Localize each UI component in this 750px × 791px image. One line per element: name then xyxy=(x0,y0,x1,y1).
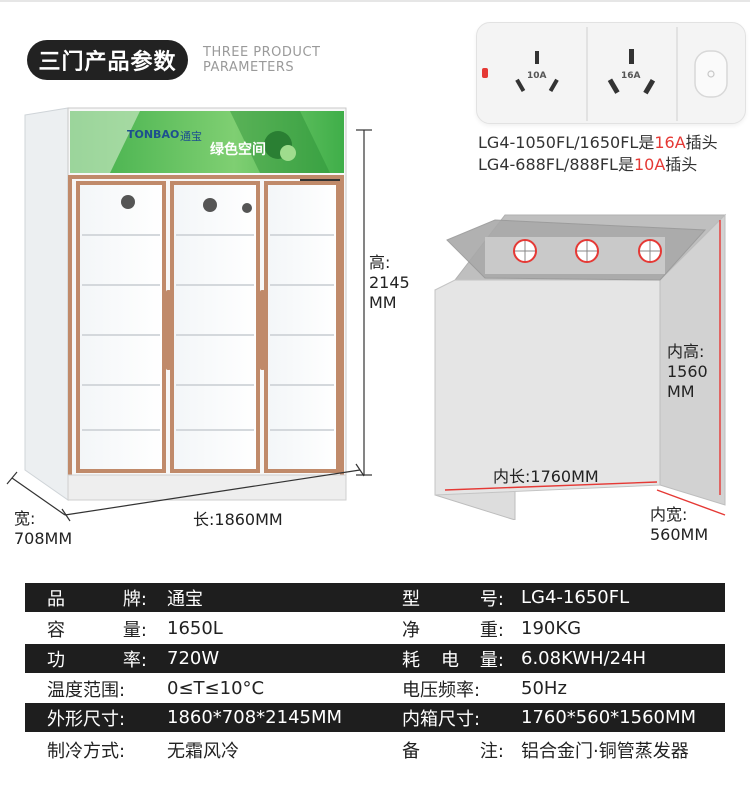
spec-key: 外形尺寸: xyxy=(47,708,126,730)
spec-key: 品牌: xyxy=(47,588,147,610)
spec-key: 净重: xyxy=(402,619,504,641)
spec-value: 720W xyxy=(167,648,220,669)
fridge-height-label: 高: 2145 MM xyxy=(369,253,410,312)
spec-value: 1760*560*1560MM xyxy=(521,707,697,728)
spec-value: 1860*708*2145MM xyxy=(167,707,343,728)
plug-note: LG4-1050FL/1650FL是16A插头 LG4-688FL/888FL是… xyxy=(478,132,718,176)
right-outlet-rating: 16A xyxy=(621,71,641,81)
interior-illustration xyxy=(434,213,727,520)
spec-value: 190KG xyxy=(521,618,582,639)
spec-row: 温度范围: 0≤T≤10°C 电压频率: 50Hz xyxy=(25,674,725,703)
section-title: 三门产品参数 xyxy=(27,40,188,80)
spec-row: 品牌: 通宝 型号: LG4-1650FL xyxy=(25,583,725,612)
spec-key: 制冷方式: xyxy=(47,740,126,762)
spec-value: 0≤T≤10°C xyxy=(167,678,265,699)
spec-value: 50Hz xyxy=(521,678,567,699)
brand-cn: 通宝 xyxy=(180,130,202,143)
spec-value: 1650L xyxy=(167,618,223,639)
spec-key: 备注: xyxy=(402,740,504,762)
top-divider xyxy=(0,0,750,2)
spec-key: 温度范围: xyxy=(47,679,126,701)
subtitle-line-1: THREE PRODUCT xyxy=(203,45,321,60)
spec-value: 通宝 xyxy=(167,588,203,610)
plug-note-line-2: LG4-688FL/888FL是10A插头 xyxy=(478,155,698,174)
spec-value: 6.08KWH/24H xyxy=(521,648,647,669)
spec-row: 功率: 720W 耗电量: 6.08KWH/24H xyxy=(25,644,725,673)
spec-key: 型号: xyxy=(402,588,504,610)
banner-text: 绿色空间 xyxy=(210,142,266,158)
interior-height-label: 内高: 1560 MM xyxy=(667,342,708,401)
spec-row: 容量: 1650L 净重: 190KG xyxy=(25,614,725,643)
spec-value: 无霜风冷 xyxy=(167,740,239,762)
spec-value: LG4-1650FL xyxy=(521,587,630,608)
section-subtitle: THREE PRODUCT PARAMETERS xyxy=(203,45,320,75)
spec-row: 制冷方式: 无霜风冷 备注: 铝合金门·铜管蒸发器 xyxy=(25,735,725,764)
left-outlet-rating: 10A xyxy=(527,71,547,81)
spec-key: 电压频率: xyxy=(402,679,481,701)
power-socket-image: 10A 16A xyxy=(476,22,746,124)
socket-illustration xyxy=(482,27,728,121)
spec-key: 耗电量: xyxy=(402,649,504,671)
spec-key: 功率: xyxy=(47,649,147,671)
brand-logo: TONBAO xyxy=(127,128,180,141)
spec-row: 外形尺寸: 1860*708*2145MM 内箱尺寸: 1760*560*1560MM xyxy=(25,703,725,732)
fridge-length-label: 长:1860MM xyxy=(193,510,283,529)
interior-width-label: 内宽: 560MM xyxy=(650,505,709,544)
spec-key: 容量: xyxy=(47,619,147,641)
interior-length-label: 内长:1760MM xyxy=(493,467,599,486)
plug-note-line-1: LG4-1050FL/1650FL是16A插头 xyxy=(478,133,718,152)
spec-key: 内箱尺寸: xyxy=(402,708,481,730)
subtitle-line-2: PARAMETERS xyxy=(203,60,295,75)
fridge-illustration xyxy=(6,107,372,522)
spec-value: 铝合金门·铜管蒸发器 xyxy=(521,740,689,762)
fridge-width-label: 宽: 708MM xyxy=(14,509,73,548)
